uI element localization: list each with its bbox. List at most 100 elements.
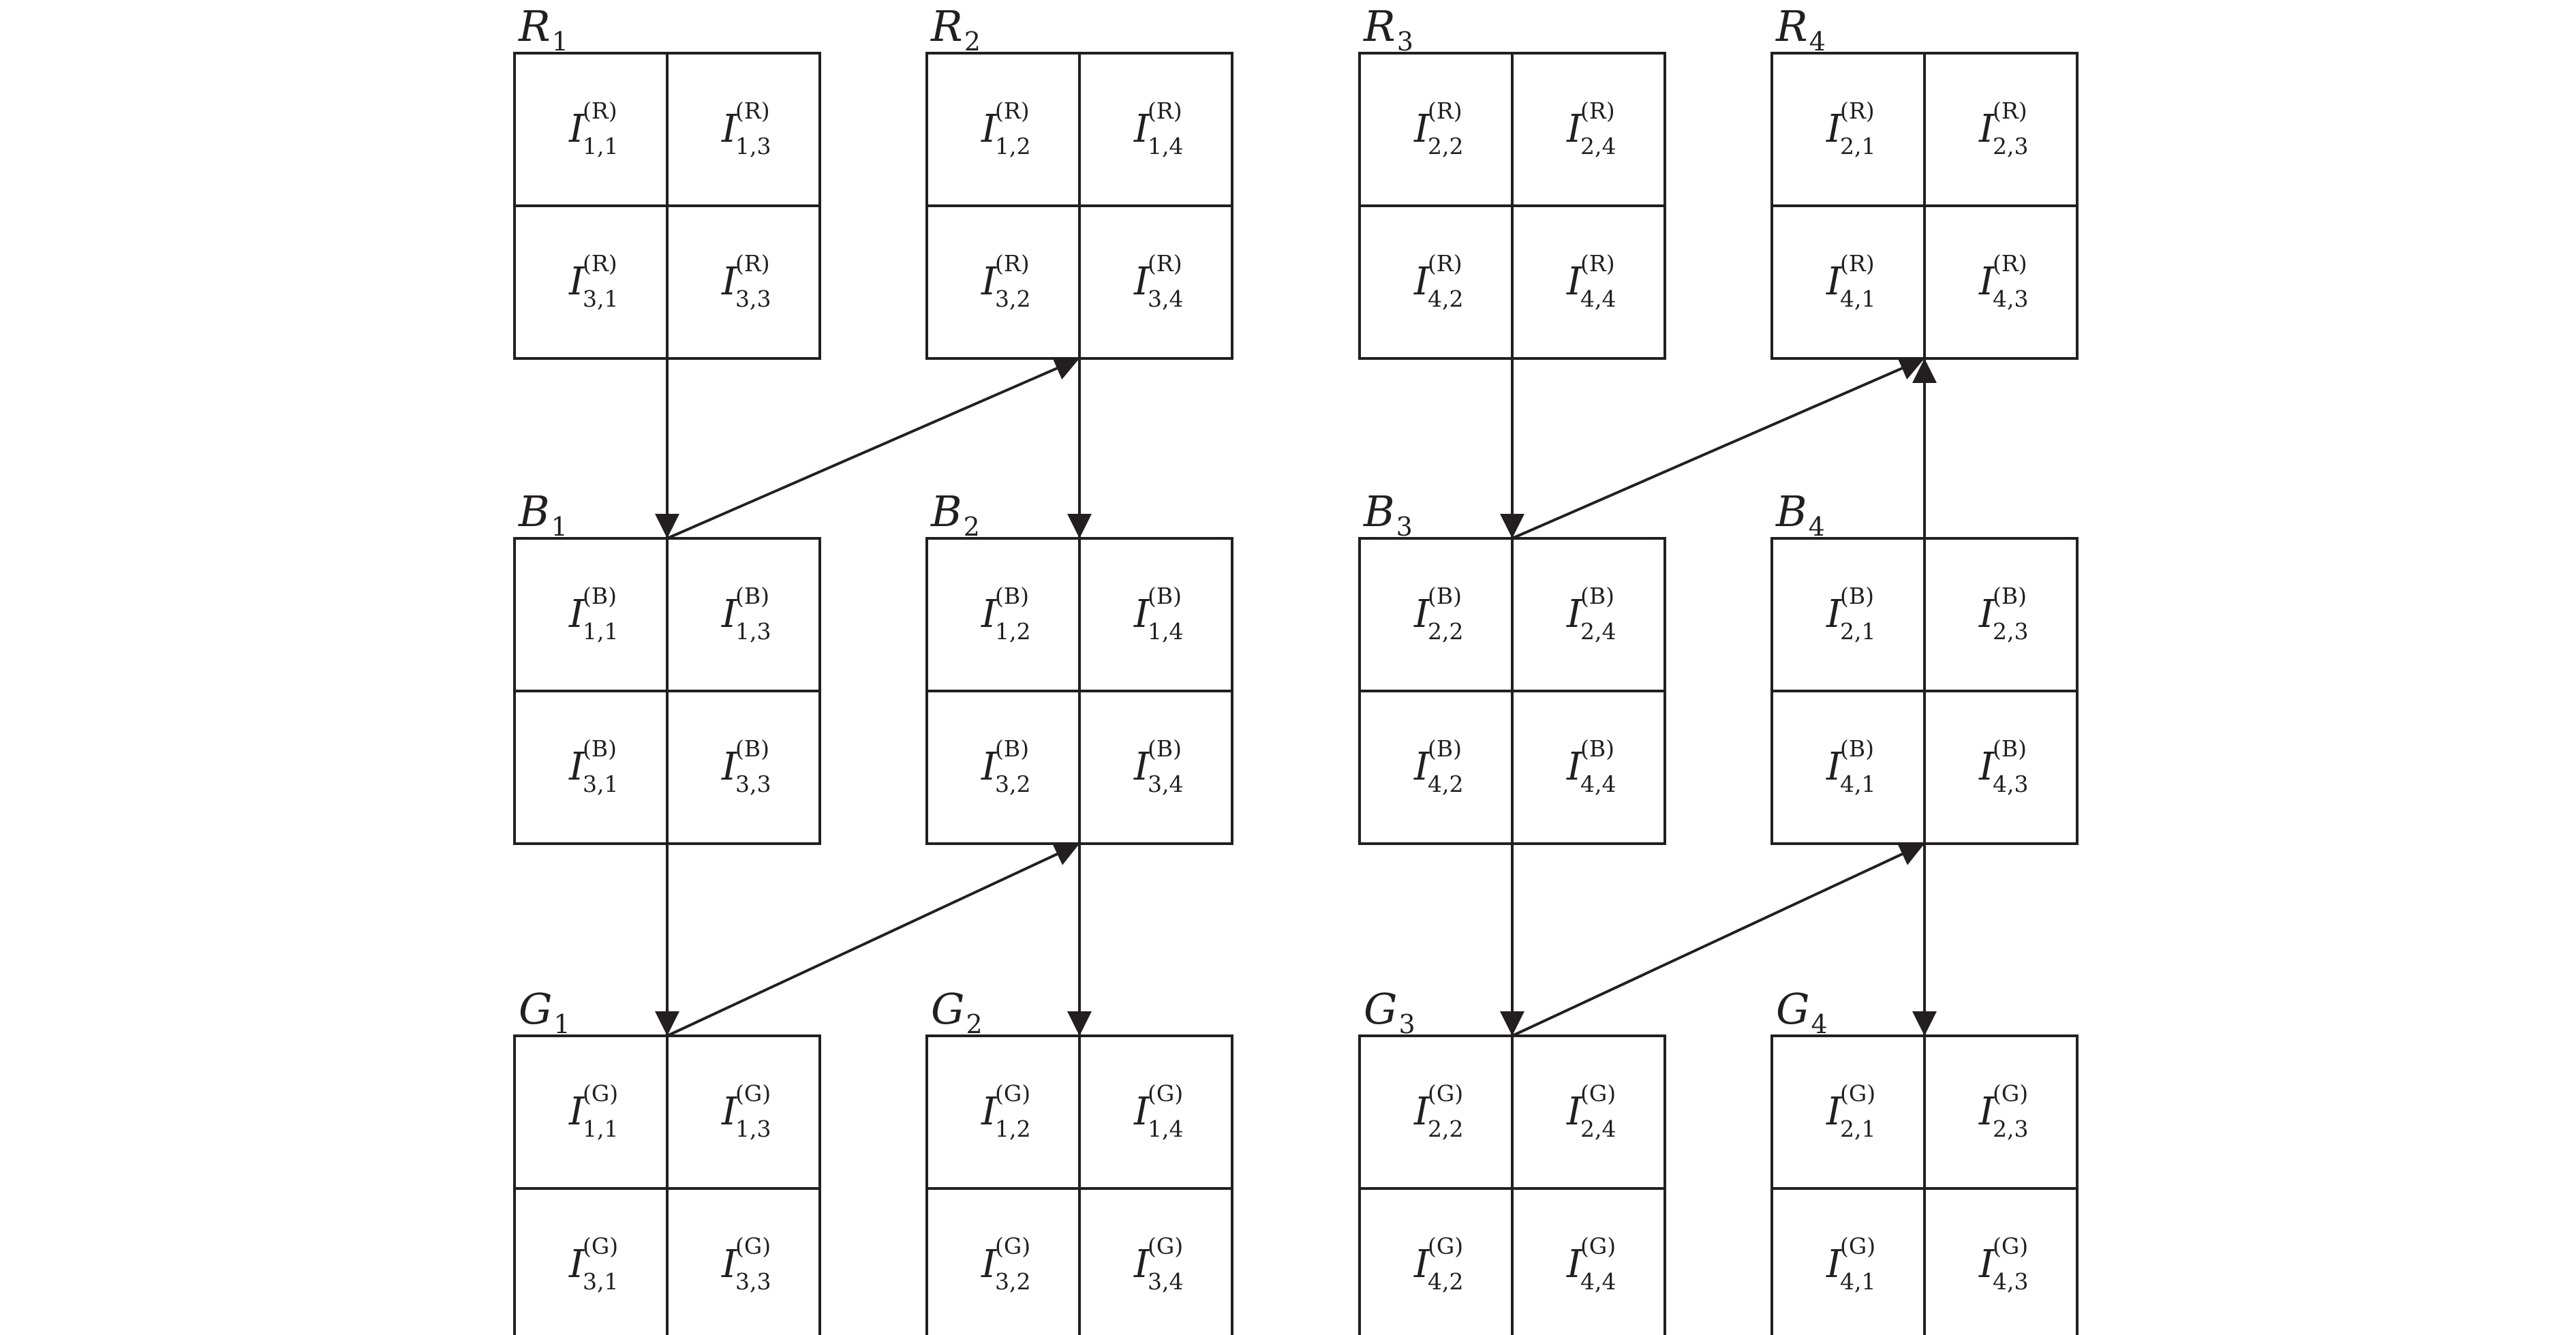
cell-letter: I: [1133, 592, 1150, 636]
cell-letter: I: [981, 745, 998, 789]
cell-letter: I: [721, 1242, 738, 1287]
cell-letter: I: [1978, 260, 1995, 304]
cell-letter: I: [1413, 260, 1430, 304]
cell-b1-3-1: I3,1(B): [568, 735, 618, 797]
cell-g4-2-1: I2,1(G): [1826, 1080, 1875, 1142]
cell-label: I: [721, 592, 738, 636]
cell-label: I: [1133, 1242, 1150, 1287]
cell-index: 1,3: [735, 133, 771, 159]
block-label: B4: [1775, 487, 1825, 542]
cell-label: I: [981, 592, 998, 636]
cell-label: I: [981, 1242, 998, 1287]
block-subscript: 2: [964, 27, 981, 57]
cell-letter: I: [1566, 592, 1583, 636]
cell-g1-3-3: I3,3 (G): [721, 1233, 771, 1295]
cell-letter: I: [568, 107, 585, 151]
cell-letter: I: [981, 107, 998, 151]
cell-channel: (G): [583, 1080, 618, 1107]
block-subscript: 4: [1811, 1009, 1828, 1039]
cell-label: I: [1826, 745, 1843, 789]
cell-channel: (G): [735, 1080, 771, 1107]
cell-channel: (G): [1148, 1233, 1183, 1259]
block-letter: R: [1775, 1, 1808, 51]
cell-letter: I: [1566, 1242, 1583, 1287]
block-label: R4: [1775, 1, 1826, 57]
cell-r4-4-3: I4,3(R): [1978, 250, 2028, 312]
cell-index: 2,1: [1840, 133, 1875, 159]
arrow-b3-to-r4: [1512, 356, 1925, 540]
cell-channel: (R): [1428, 97, 1462, 124]
cell-r1-1-3: I1,3(R): [721, 97, 771, 159]
cell-g2-3-2: I3,2 (G): [981, 1233, 1030, 1295]
cell-index: 3,1: [583, 771, 618, 797]
cell-letter: I: [1413, 592, 1430, 636]
cell-b2-3-4: I3,4(B): [1133, 735, 1183, 797]
cell-index: 3,4: [1148, 771, 1183, 797]
cell-label: I: [981, 260, 998, 304]
cell-channel: (G): [735, 1233, 771, 1259]
cell-letter: I: [1133, 260, 1150, 304]
cell-label: I: [721, 260, 738, 304]
cell-label: I: [568, 260, 585, 304]
cell-channel: (G): [995, 1233, 1030, 1259]
cell-letter: I: [721, 592, 738, 636]
cell-index: 4,3: [1993, 286, 2028, 312]
cell-label: I: [1566, 107, 1583, 151]
block-letter: G: [1364, 984, 1398, 1034]
cell-label: I: [1566, 1090, 1583, 1134]
cell-letter: I: [1566, 1090, 1583, 1134]
cell-label: I: [721, 745, 738, 789]
cell-letter: I: [1978, 592, 1995, 636]
cell-channel: (G): [995, 1080, 1030, 1107]
cell-letter: I: [1413, 1090, 1430, 1134]
cell-g3-4-2: I4,2(G): [1413, 1233, 1463, 1295]
cell-label: I: [981, 1090, 998, 1134]
cell-label: I: [568, 745, 585, 789]
arrows-layer: [655, 356, 1937, 1037]
cell-letter: I: [721, 107, 738, 151]
cell-b2-1-2: I1,2(B): [981, 583, 1030, 645]
cell-index: 3,3: [735, 1268, 771, 1295]
cell-channel: (R): [583, 97, 617, 124]
block-subscript: 3: [1397, 27, 1413, 57]
cell-index: 1,2: [995, 1116, 1030, 1142]
cell-label: I: [1978, 1090, 1995, 1134]
cell-channel: (G): [1580, 1233, 1616, 1259]
cell-index: 1,4: [1148, 618, 1183, 645]
cell-label: I: [721, 1242, 738, 1287]
cell-index: 1,2: [995, 618, 1030, 645]
cell-index: 2,1: [1840, 1116, 1875, 1142]
cell-letter: I: [1978, 745, 1995, 789]
block-letter: G: [931, 984, 965, 1034]
cell-r4-2-1: I2,1(R): [1826, 97, 1875, 159]
cell-channel: (R): [735, 250, 770, 277]
cell-channel: (B): [995, 735, 1029, 762]
cell-index: 2,4: [1580, 618, 1616, 645]
cell-label: I: [981, 107, 998, 151]
cell-label: I: [1566, 745, 1583, 789]
cell-index: 4,2: [1428, 286, 1463, 312]
cell-letter: I: [1413, 107, 1430, 151]
cell-b1-1-1: I1,1(B): [568, 583, 618, 645]
cell-channel: (R): [1580, 97, 1615, 124]
cell-index: 3,2: [995, 1268, 1030, 1295]
arrow-g3-to-b4: [1512, 842, 1925, 1037]
cell-g2-1-4: I1,4(G): [1133, 1080, 1183, 1142]
cell-letter: I: [1978, 1090, 1995, 1134]
block-label: G2: [931, 984, 983, 1039]
cell-b4-4-1: I4,1(B): [1826, 735, 1875, 797]
cell-r2-3-2: I3,2(R): [981, 250, 1030, 312]
cell-letter: I: [568, 745, 585, 789]
block-letter: B: [1363, 487, 1395, 536]
block-label: R3: [1363, 1, 1413, 57]
cell-channel: (B): [735, 583, 769, 609]
block-letter: G: [519, 984, 553, 1034]
cell-letter: I: [1133, 1090, 1150, 1134]
cell-channel: (R): [583, 250, 617, 277]
